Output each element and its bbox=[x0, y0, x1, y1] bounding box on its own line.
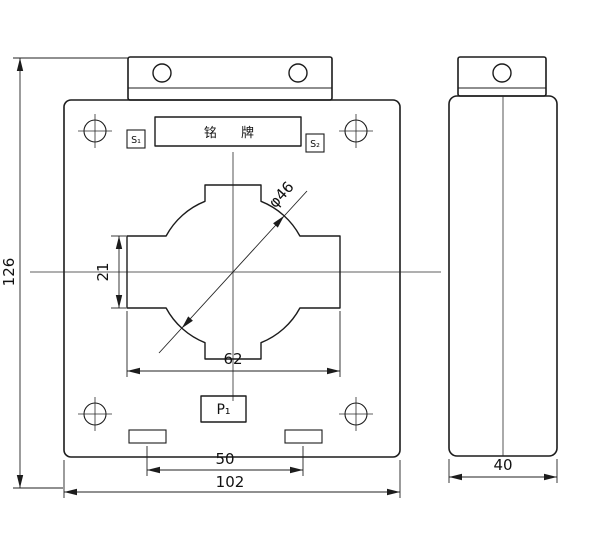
dim-overall-width: 102 bbox=[63, 460, 401, 498]
arrow-downleft-icon bbox=[181, 316, 193, 329]
corner-hole-bottom-left bbox=[78, 397, 112, 431]
dim-126-label: 126 bbox=[0, 258, 18, 287]
dim-slot-height: 21 bbox=[94, 235, 126, 309]
s2-box bbox=[305, 133, 325, 153]
dim-102-label: 102 bbox=[216, 473, 245, 491]
s1-box bbox=[126, 129, 146, 149]
terminal-block-outline bbox=[127, 56, 333, 101]
nameplate-box bbox=[154, 116, 302, 147]
dim-foot-spacing: 50 bbox=[146, 446, 304, 476]
side-view bbox=[448, 56, 558, 457]
s1-label: S₁ bbox=[131, 135, 141, 146]
side-terminal-block-outline bbox=[457, 56, 547, 97]
arrow-down-icon bbox=[115, 295, 123, 308]
arrow-right-icon bbox=[387, 488, 400, 496]
front-body-outline bbox=[63, 99, 401, 458]
dim-21-label: 21 bbox=[94, 262, 112, 281]
arrow-right-icon bbox=[327, 367, 340, 375]
corner-hole-top-left bbox=[78, 114, 112, 148]
dim-overall-height: 126 bbox=[0, 57, 129, 489]
arrow-right-icon bbox=[544, 473, 557, 481]
arrow-down-icon bbox=[16, 475, 24, 488]
terminal-screw-left-icon bbox=[152, 63, 172, 83]
arrow-left-icon bbox=[449, 473, 462, 481]
dim-window-width: 62 bbox=[126, 311, 341, 377]
foot-slot-left bbox=[128, 429, 167, 444]
dim-62-label: 62 bbox=[223, 350, 242, 368]
dimensions: 126 21 φ46 62 bbox=[0, 57, 558, 498]
foot-slot-right bbox=[284, 429, 323, 444]
dim-40-label: 40 bbox=[493, 456, 512, 474]
side-terminal-screw-icon bbox=[492, 63, 512, 83]
arrow-up-icon bbox=[16, 58, 24, 71]
corner-hole-bottom-right bbox=[339, 397, 373, 431]
p1-box bbox=[200, 395, 247, 423]
arrow-left-icon bbox=[64, 488, 77, 496]
arrow-upright-icon bbox=[273, 215, 285, 228]
dim-depth: 40 bbox=[448, 456, 558, 483]
corner-hole-top-right bbox=[339, 114, 373, 148]
nameplate-label: 铭 牌 bbox=[204, 125, 264, 141]
arrow-left-icon bbox=[147, 466, 160, 474]
arrow-right-icon bbox=[290, 466, 303, 474]
arrow-up-icon bbox=[115, 236, 123, 249]
dim-50-label: 50 bbox=[215, 450, 234, 468]
s2-label: S₂ bbox=[310, 139, 320, 150]
arrow-left-icon bbox=[127, 367, 140, 375]
front-terminal-block bbox=[127, 56, 333, 101]
front-view: 铭 牌 S₁ S₂ P₁ bbox=[30, 56, 441, 458]
p1-label: P₁ bbox=[216, 402, 230, 418]
terminal-screw-right-icon bbox=[288, 63, 308, 83]
busbar-window-outline bbox=[126, 184, 341, 360]
